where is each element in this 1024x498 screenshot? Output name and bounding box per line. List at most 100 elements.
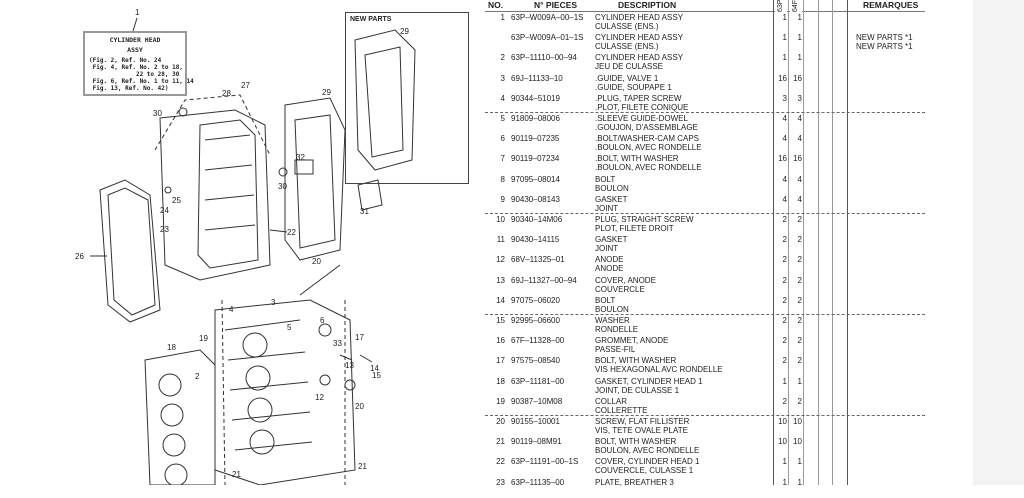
callout-number: 23 <box>160 225 169 234</box>
description-fr: .BOULON, AVEC RONDELLE <box>595 143 702 153</box>
item-number: 21 <box>496 437 505 447</box>
quantity-col1: 2 <box>782 295 787 305</box>
description-fr: COUVERCLE, CULASSE 1 <box>595 466 694 476</box>
description-en: GASKET, CYLINDER HEAD 1 <box>595 376 703 386</box>
description-en: PLUG, STRAIGHT SCREW <box>595 215 694 224</box>
description-en: BOLT, WITH WASHER <box>595 356 677 366</box>
description-fr: RONDELLE <box>595 325 639 334</box>
group-separator <box>485 213 925 214</box>
info-box-line: Fig. 4, Ref. No. 2 to 18, <box>89 64 183 71</box>
quantity-col1: 2 <box>782 316 787 325</box>
header-part-number: N° PIECES <box>534 0 578 10</box>
description-fr: JOINT <box>595 244 619 254</box>
item-number: 12 <box>496 255 505 265</box>
description-en: BOLT, WITH WASHER <box>595 437 677 447</box>
description-en: WASHER <box>595 316 630 325</box>
header-remarks: REMARQUES <box>863 0 919 10</box>
description-en: .SLEEVE GUIDE-DOWEL <box>595 114 688 123</box>
quantity-col2: 4 <box>797 194 802 204</box>
quantity-col2: 2 <box>797 235 802 245</box>
part-number: 90340–14M06 <box>511 215 563 224</box>
quantity-col2: 1 <box>797 53 802 63</box>
callout-number: 4 <box>229 305 234 314</box>
quantity-col1: 1 <box>782 33 787 43</box>
description-en: GROMMET, ANODE <box>595 336 669 346</box>
quantity-col1: 2 <box>782 356 787 366</box>
description-fr: VIS, TETE OVALE PLATE <box>595 426 688 435</box>
quantity-col1: 1 <box>782 13 787 22</box>
quantity-col2: 2 <box>797 396 802 406</box>
part-number: 90430–08143 <box>511 194 560 204</box>
description-en: BOLT <box>595 295 616 305</box>
callout-number: 13 <box>345 361 354 370</box>
quantity-col1: 4 <box>782 134 787 144</box>
quantity-col1: 1 <box>782 53 787 63</box>
item-number: 3 <box>500 73 505 83</box>
item-number: 10 <box>496 215 505 224</box>
quantity-col2: 16 <box>793 73 802 83</box>
description-fr: CULASSE (ENS.) <box>595 42 659 52</box>
description-en: .GUIDE, VALVE 1 <box>595 73 659 83</box>
description-fr: CULASSE (ENS.) <box>595 22 659 31</box>
item-number: 2 <box>500 53 505 63</box>
description-en: .BOLT/WASHER-CAM CAPS <box>595 134 700 144</box>
part-number: 90387–10M08 <box>511 396 563 406</box>
callout-number: 15 <box>372 371 381 380</box>
item-number: 23 <box>496 477 505 487</box>
info-box-line: Fig. 6, Ref. No. 1 to 11, 14 <box>89 78 194 85</box>
quantity-col2: 16 <box>793 154 802 164</box>
part-number: 69J–11133–10 <box>511 73 563 83</box>
callout-number: 31 <box>360 207 369 216</box>
callout-number: 32 <box>296 153 305 162</box>
description-fr: COLLERETTE <box>595 405 648 415</box>
description-fr: JEU DE CULASSE <box>595 62 664 72</box>
description-en: COVER, CYLINDER HEAD 1 <box>595 457 700 467</box>
part-number: 97095–08014 <box>511 174 560 184</box>
part-number: 63P–W009A–01–1S <box>511 33 584 43</box>
quantity-col2: 2 <box>797 356 802 366</box>
info-box-title: CYLINDER HEAD <box>109 36 161 44</box>
item-number: 13 <box>496 275 505 285</box>
group-separator <box>485 415 925 416</box>
quantity-col1: 16 <box>778 73 787 83</box>
description-fr: VIS HEXAGONAL AVC RONDELLE <box>595 365 723 375</box>
callout-number: 21 <box>232 470 241 479</box>
description-fr: .GOUJON, D'ASSEMBLAGE <box>595 123 698 132</box>
description-fr: PASSE-FIL <box>595 345 636 355</box>
description-en: CYLINDER HEAD ASSY <box>595 33 684 43</box>
item-number: 15 <box>496 316 505 325</box>
quantity-col1: 2 <box>782 235 787 245</box>
column-divider <box>818 0 819 485</box>
quantity-col1: 10 <box>778 417 787 426</box>
callout-number: 17 <box>355 333 364 342</box>
part-number: 68V–11325–01 <box>511 255 565 265</box>
quantity-col2: 2 <box>797 316 802 325</box>
quantity-col2: 10 <box>793 437 802 447</box>
item-number: 7 <box>500 154 505 164</box>
quantity-col1: 10 <box>778 437 787 447</box>
description-fr: ANODE <box>595 264 624 274</box>
part-number: 90119–08M91 <box>511 437 562 447</box>
item-number: 14 <box>496 295 505 305</box>
description-fr: .GUIDE, SOUPAPE 1 <box>595 82 672 92</box>
group-separator <box>485 112 925 113</box>
info-box-line: (Fig. 2, Ref. No. 24 <box>89 57 162 64</box>
header-model-col1: 63P <box>775 0 787 12</box>
new-parts-label: NEW PARTS <box>350 16 392 23</box>
description-fr: BOULON, AVEC RONDELLE <box>595 446 700 456</box>
item-number: 20 <box>496 417 505 426</box>
item-number: 11 <box>496 235 505 245</box>
part-number: 90119–07235 <box>511 134 560 144</box>
description-fr: .PLOT, FILETE CONIQUE <box>595 102 689 112</box>
description-en: COVER, ANODE <box>595 275 656 285</box>
part-number: 63P–11191–00–1S <box>511 457 579 467</box>
